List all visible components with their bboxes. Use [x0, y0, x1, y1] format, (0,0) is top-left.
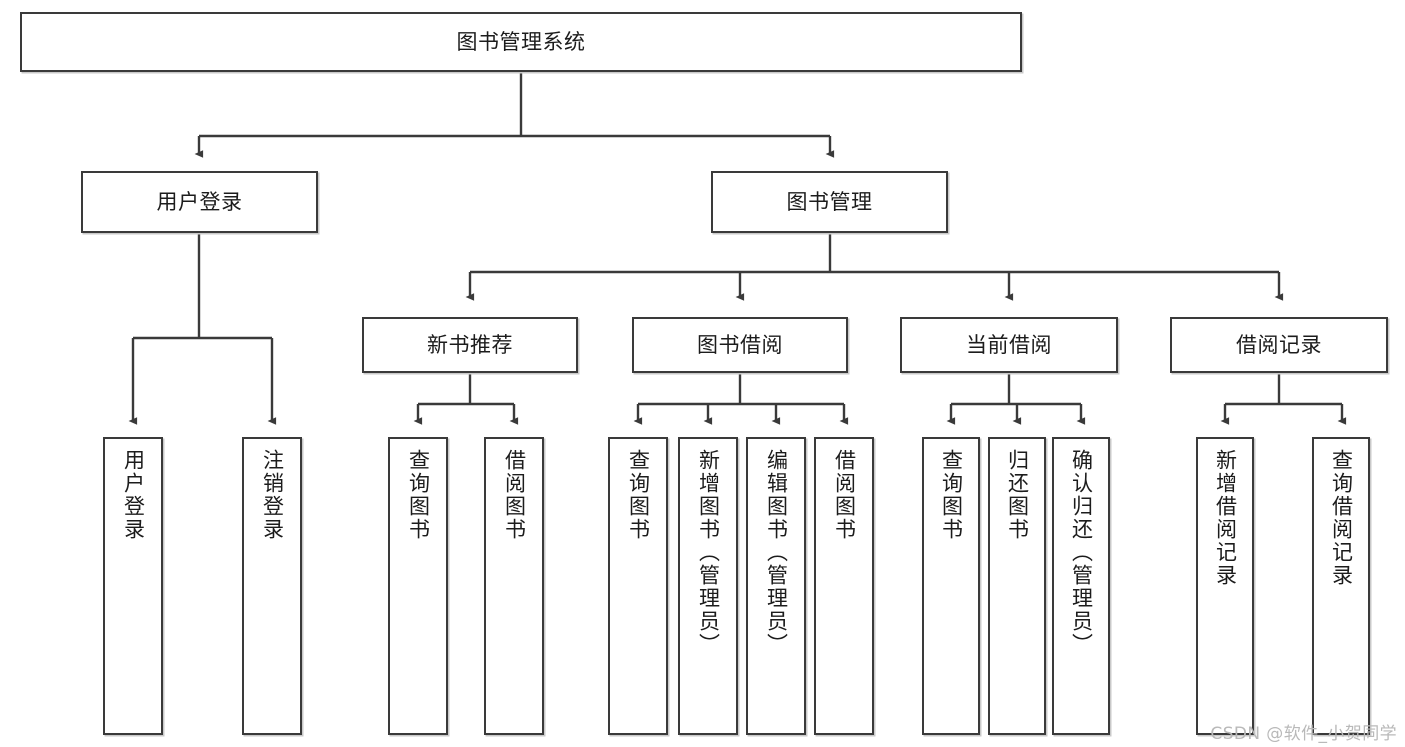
node-label: 查询借阅记录 — [1329, 449, 1354, 587]
leaf-confirm-return[interactable]: 确认归还（管理员） — [1052, 437, 1110, 735]
node-label: 当前借阅 — [966, 332, 1052, 357]
node-label: 确认归还（管理员） — [1069, 449, 1094, 656]
csdn-watermark: CSDN @软件_小贺同学 — [1210, 724, 1397, 744]
node-label: 新书推荐 — [427, 332, 513, 357]
node-current-borrow[interactable]: 当前借阅 — [900, 317, 1118, 373]
leaf-query-book-recommend[interactable]: 查询图书 — [388, 437, 448, 735]
node-label: 新增借阅记录 — [1213, 449, 1238, 587]
node-user-login[interactable]: 用户登录 — [81, 171, 318, 233]
leaf-user-login[interactable]: 用户登录 — [103, 437, 163, 735]
node-label: 用户登录 — [121, 449, 146, 541]
leaf-add-book[interactable]: 新增图书（管理员） — [678, 437, 738, 735]
node-borrow-record[interactable]: 借阅记录 — [1170, 317, 1388, 373]
node-label: 借阅记录 — [1236, 332, 1322, 357]
node-label: 查询图书 — [406, 449, 431, 541]
node-label: 编辑图书（管理员） — [764, 449, 789, 656]
node-label: 图书管理系统 — [456, 29, 586, 54]
node-root-book-management-system[interactable]: 图书管理系统 — [20, 12, 1022, 72]
leaf-edit-book[interactable]: 编辑图书（管理员） — [746, 437, 806, 735]
node-book-management[interactable]: 图书管理 — [711, 171, 948, 233]
node-label: 借阅图书 — [832, 449, 857, 541]
leaf-query-book-borrow[interactable]: 查询图书 — [608, 437, 668, 735]
node-label: 图书管理 — [786, 189, 873, 214]
leaf-borrow-book[interactable]: 借阅图书 — [814, 437, 874, 735]
node-book-borrow[interactable]: 图书借阅 — [632, 317, 848, 373]
node-label: 图书借阅 — [697, 332, 783, 357]
leaf-borrow-book-recommend[interactable]: 借阅图书 — [484, 437, 544, 735]
leaf-add-borrow-record[interactable]: 新增借阅记录 — [1196, 437, 1254, 735]
leaf-user-logout[interactable]: 注销登录 — [242, 437, 302, 735]
node-label: 用户登录 — [156, 189, 243, 214]
leaf-return-book[interactable]: 归还图书 — [988, 437, 1046, 735]
node-label: 归还图书 — [1005, 449, 1030, 541]
node-label: 查询图书 — [939, 449, 964, 541]
node-new-book-recommend[interactable]: 新书推荐 — [362, 317, 578, 373]
leaf-query-borrow-record[interactable]: 查询借阅记录 — [1312, 437, 1370, 735]
leaf-query-book-current[interactable]: 查询图书 — [922, 437, 980, 735]
node-label: 查询图书 — [626, 449, 651, 541]
node-label: 新增图书（管理员） — [696, 449, 721, 656]
node-label: 借阅图书 — [502, 449, 527, 541]
node-label: 注销登录 — [260, 449, 285, 541]
